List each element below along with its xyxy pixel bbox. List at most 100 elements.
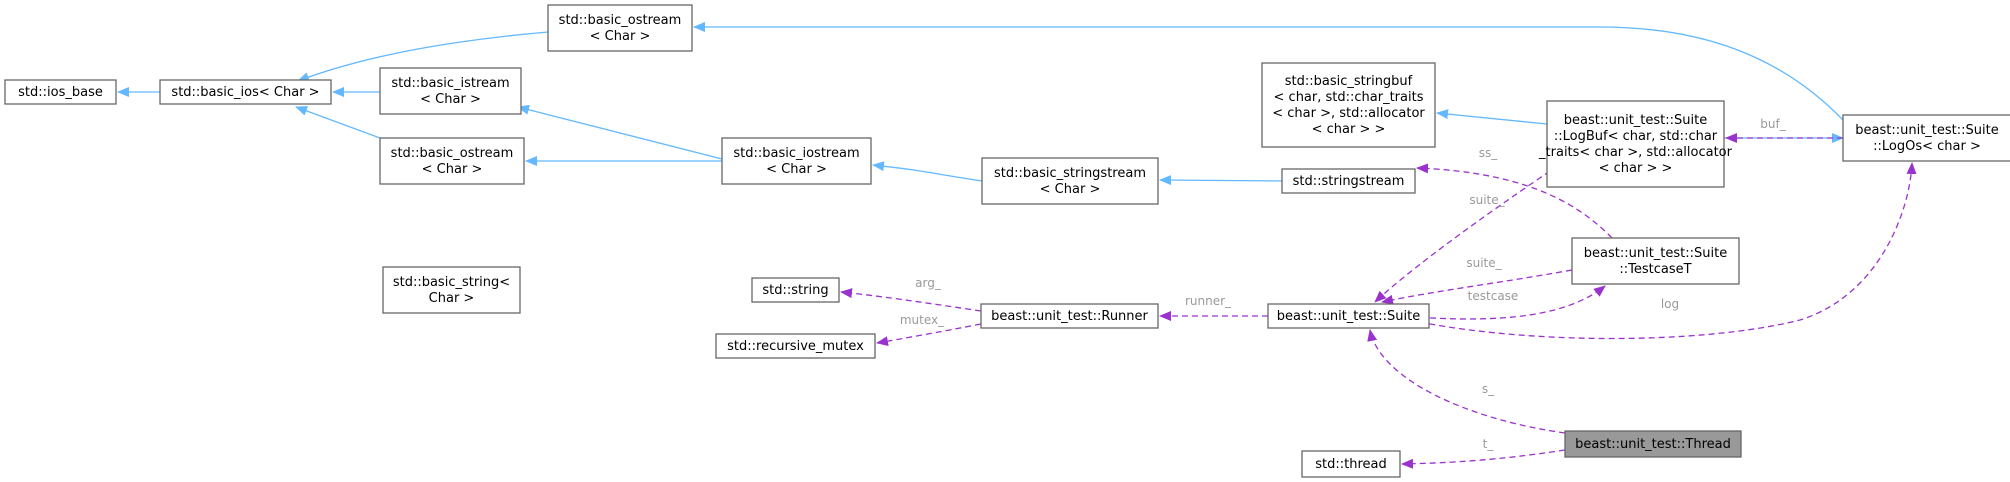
inheritance-edge-e8: [1159, 175, 1283, 186]
edge-line: [1367, 329, 1566, 434]
class-node-basic-ios[interactable]: std::basic_ios< Char >: [159, 79, 332, 105]
class-node-string[interactable]: std::string: [751, 277, 840, 303]
class-node-label: < char > >: [1312, 122, 1386, 137]
class-node-box: [751, 277, 840, 303]
class-node-label: < char > >: [1599, 161, 1673, 176]
edge-line: [1381, 269, 1573, 305]
edge-label: s_: [1482, 382, 1495, 396]
edge-label: log: [1661, 297, 1679, 311]
class-node-box: [980, 303, 1159, 329]
class-node-label: < Char >: [420, 92, 481, 107]
class-node-basic-istream[interactable]: std::basic_istream< Char >: [379, 67, 522, 115]
class-node-basic-ostream-mid[interactable]: std::basic_ostream< Char >: [379, 137, 525, 185]
class-node-label: Char >: [429, 291, 475, 306]
class-node-label: std::stringstream: [1293, 174, 1405, 189]
member-edge-e18: runner_: [1159, 294, 1268, 321]
inheritance-edge-e4: [295, 106, 381, 139]
edge-line: [1399, 162, 1917, 340]
class-node-box: [1261, 62, 1436, 148]
class-node-label: beast::unit_test::Suite: [1584, 246, 1727, 261]
inheritance-edge-e2: [297, 31, 549, 82]
class-node-basic-ostream-top[interactable]: std::basic_ostream< Char >: [547, 4, 693, 52]
class-node-label: < Char >: [1040, 182, 1101, 197]
class-node-basic-stringbuf[interactable]: std::basic_stringbuf< char, std::char_tr…: [1261, 62, 1436, 148]
class-node-logbuf[interactable]: beast::unit_test::Suite::LogBuf< char, s…: [1538, 100, 1733, 188]
inheritance-edge-e5: [517, 104, 723, 160]
member-edge-e15: suite_: [1381, 256, 1573, 305]
class-node-basic-iostream[interactable]: std::basic_iostream< Char >: [721, 137, 872, 185]
class-node-label: < Char >: [590, 29, 651, 44]
class-node-basic-string[interactable]: std::basic_string<Char >: [382, 266, 521, 314]
class-node-label: std::basic_stringstream: [994, 166, 1146, 181]
class-node-box: [4, 79, 117, 105]
class-node-label: ::TestcaseT: [1619, 262, 1691, 277]
class-node-label: std::string: [762, 283, 828, 298]
edge-line: [295, 106, 381, 139]
class-node-runner[interactable]: beast::unit_test::Runner: [980, 303, 1159, 329]
class-node-box: [382, 266, 521, 314]
class-node-label: ::LogOs< char >: [1873, 139, 1981, 154]
class-node-label: < char >, std::allocator: [1272, 106, 1425, 121]
class-node-label: beast::unit_test::Suite: [1855, 123, 1998, 138]
edge-label: testcase: [1468, 289, 1519, 303]
class-node-label: std::basic_istream: [391, 76, 509, 91]
class-node-testcase[interactable]: beast::unit_test::Suite::TestcaseT: [1571, 237, 1740, 285]
class-node-std-thread[interactable]: std::thread: [1301, 450, 1401, 478]
inheritance-edge-e9: [1436, 109, 1548, 125]
edge-line: [876, 323, 982, 347]
edge-label: runner_: [1185, 294, 1232, 308]
class-node-label: < Char >: [766, 162, 827, 177]
edge-label: ss_: [1479, 146, 1499, 160]
edge-label: arg_: [915, 276, 942, 290]
class-node-basic-stringstream[interactable]: std::basic_stringstream< Char >: [981, 157, 1159, 205]
member-edge-e20: mutex_: [876, 313, 982, 347]
member-edge-e19: arg_: [840, 276, 982, 312]
class-node-box: [1564, 430, 1742, 458]
edge-line: [517, 104, 723, 160]
class-node-ios-base[interactable]: std::ios_base: [4, 79, 117, 105]
inheritance-edge-e7: [872, 161, 983, 182]
class-node-box: [547, 4, 693, 52]
class-node-label: std::basic_ostream: [559, 13, 682, 28]
class-node-label: std::thread: [1315, 457, 1387, 472]
class-node-box: [1301, 450, 1401, 478]
edge-line: [840, 288, 982, 312]
class-node-label: < Char >: [422, 162, 483, 177]
class-node-box: [1842, 114, 2010, 162]
edge-label: t_: [1483, 437, 1495, 451]
class-node-label: < char, std::char_traits: [1274, 90, 1424, 105]
member-edge-e16: testcase: [1399, 285, 1606, 320]
edge-label: suite_: [1469, 193, 1505, 207]
inheritance-edge-e10: [693, 22, 1844, 121]
edge-line: [1159, 175, 1283, 186]
class-node-box: [379, 67, 522, 115]
class-node-thread-cls[interactable]: beast::unit_test::Thread: [1564, 430, 1742, 458]
class-node-label: std::basic_iostream: [733, 146, 859, 161]
edge-line: [872, 161, 983, 182]
class-node-box: [1546, 100, 1725, 188]
class-node-logos[interactable]: beast::unit_test::Suite::LogOs< char >: [1842, 114, 2010, 162]
class-node-box: [721, 137, 872, 185]
class-node-label: beast::unit_test::Suite: [1277, 309, 1420, 324]
edge-line: [1399, 285, 1606, 320]
class-node-box: [379, 137, 525, 185]
member-edge-e21: s_: [1367, 329, 1566, 434]
class-node-suite[interactable]: beast::unit_test::Suite: [1267, 303, 1430, 329]
class-node-stringstream[interactable]: std::stringstream: [1281, 168, 1416, 194]
class-node-box: [715, 333, 876, 359]
class-node-recursive-mutex[interactable]: std::recursive_mutex: [715, 333, 876, 359]
member-edge-e22: t_: [1401, 437, 1566, 469]
class-node-label: std::basic_ios< Char >: [171, 85, 319, 100]
class-node-label: std::basic_ostream: [391, 146, 514, 161]
member-edge-e17: log: [1399, 162, 1917, 340]
class-node-box: [159, 79, 332, 105]
class-node-label: std::basic_string<: [393, 275, 510, 290]
class-node-label: std::ios_base: [18, 85, 103, 100]
class-node-box: [1281, 168, 1416, 194]
edge-line: [693, 22, 1844, 121]
class-node-box: [1571, 237, 1740, 285]
edge-label: buf_: [1760, 117, 1786, 131]
member-edge-e12: buf_: [1725, 117, 1843, 143]
class-node-box: [1267, 303, 1430, 329]
